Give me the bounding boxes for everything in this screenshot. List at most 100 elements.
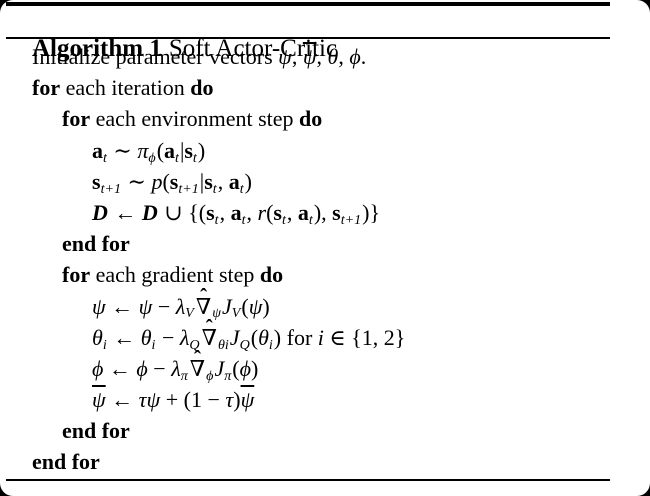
- token-v: λ: [179, 324, 190, 350]
- token-v: ϕ: [136, 355, 148, 381]
- mid-rule: [6, 37, 610, 39]
- token-b: s: [332, 199, 341, 225]
- token-b: a: [230, 199, 242, 225]
- token-b: a: [92, 137, 103, 163]
- token-kw: for: [32, 75, 61, 101]
- token-v: ψ: [278, 44, 292, 69]
- token-t: {1, 2}: [351, 324, 406, 350]
- token-o: ←: [108, 199, 142, 225]
- token-sub: t: [281, 211, 286, 228]
- hat-accent: ˆ: [205, 315, 213, 340]
- algo-line: Initialize parameter vectors ψ, ψ, θ, ϕ.: [0, 41, 644, 72]
- token-kw: for: [62, 262, 91, 288]
- token-sub: t: [214, 211, 219, 228]
- token-sub: t: [175, 149, 179, 166]
- token-v: θ: [140, 324, 152, 350]
- token-sub: ϕ: [206, 367, 214, 384]
- token-kw: end for: [62, 418, 130, 444]
- token-t: each iteration: [60, 75, 191, 101]
- token-t: ,: [338, 44, 350, 69]
- token-v: i: [317, 324, 324, 350]
- token-kw: do: [259, 262, 284, 288]
- token-v: τ: [225, 387, 234, 413]
- token-t: ): [197, 137, 206, 163]
- token-sub: t+1: [178, 180, 199, 197]
- token-t: (: [156, 137, 165, 163]
- algo-line: ψ ← τψ + (1 − τ)ψ: [0, 384, 644, 415]
- token-t: ,: [219, 199, 231, 225]
- token-sub: i: [102, 336, 107, 353]
- token-t: (: [241, 293, 249, 319]
- token-v: θ: [327, 44, 339, 69]
- token-o: −: [152, 293, 176, 319]
- token-sub: t: [212, 180, 217, 197]
- token-t: |: [199, 168, 205, 194]
- algo-line: at ∼ πϕ(at|st): [0, 135, 644, 166]
- token-sub: Q: [189, 336, 200, 353]
- token-t: ,: [316, 44, 328, 69]
- token-t: {(: [188, 199, 207, 225]
- token-o: +: [160, 387, 184, 413]
- token-o: ←: [103, 355, 137, 381]
- token-t: ): [244, 168, 252, 194]
- token-sub: i: [151, 336, 156, 353]
- token-v: J: [214, 355, 225, 381]
- token-sub: t+1: [340, 211, 362, 228]
- token-v: θ: [258, 324, 269, 350]
- token-sub: t: [308, 211, 313, 228]
- token-t: (: [250, 324, 259, 350]
- token-sub: V: [231, 305, 241, 322]
- token-t: ,: [217, 168, 229, 194]
- token-sub: ϕ: [148, 149, 156, 166]
- token-t: ): [233, 387, 241, 413]
- token-b: s: [169, 168, 179, 194]
- token-b: s: [184, 137, 193, 163]
- token-v: ϕ: [92, 355, 104, 381]
- token-sub: V: [185, 305, 194, 322]
- token-t: (: [266, 199, 274, 225]
- token-v: π: [137, 137, 149, 163]
- token-t: ),: [313, 199, 333, 225]
- token-t: ,: [291, 44, 303, 69]
- algo-line: for each environment step do: [0, 103, 644, 134]
- token-t: |: [179, 137, 185, 163]
- token-sub: t+1: [100, 180, 122, 197]
- token-t: ): [262, 293, 270, 319]
- algo-line: end for: [0, 228, 644, 259]
- algo-line: st+1 ∼ p(st+1|st, at): [0, 166, 644, 197]
- token-v: J: [229, 324, 240, 350]
- token-t: ,: [286, 199, 298, 225]
- token-b: s: [206, 199, 215, 225]
- token-o: ←: [107, 324, 141, 350]
- token-bar: ψ: [92, 387, 106, 413]
- bottom-rule: [6, 479, 610, 481]
- token-kw: do: [299, 106, 323, 132]
- token-v: r: [257, 199, 267, 225]
- algo-line: for each gradient step do: [0, 259, 644, 290]
- algo-line: for each iteration do: [0, 72, 644, 103]
- token-t: (: [232, 355, 240, 381]
- token-o: −: [147, 355, 172, 381]
- token-v: τ: [138, 387, 147, 413]
- hat-accent: ˆ: [200, 283, 208, 308]
- token-sub: θi: [217, 336, 229, 353]
- token-kw: do: [190, 75, 214, 101]
- token-t: Initialize parameter vectors: [32, 44, 279, 69]
- token-sub: t: [239, 180, 244, 197]
- token-o: ∼: [107, 137, 138, 163]
- token-t: )}: [362, 199, 381, 225]
- token-b: s: [273, 199, 282, 225]
- token-o: ←: [105, 293, 139, 319]
- token-v: ϕ: [349, 44, 361, 69]
- token-sub: t: [241, 211, 246, 228]
- algo-line: end for: [0, 415, 644, 446]
- token-v: λ: [175, 293, 186, 319]
- token-b: a: [297, 199, 309, 225]
- token-b: s: [204, 168, 213, 194]
- token-t: each environment step: [90, 106, 300, 132]
- token-sub: π: [180, 367, 188, 384]
